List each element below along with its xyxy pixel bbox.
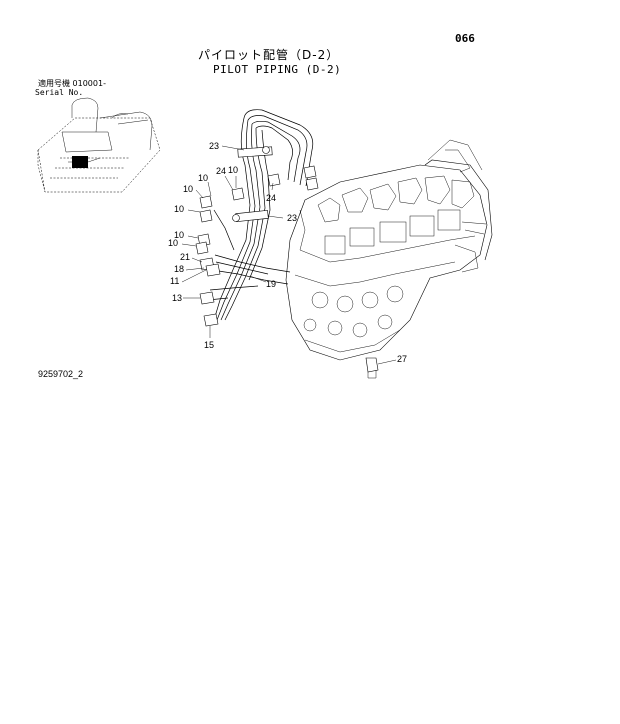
callout-18: 18 [174, 264, 184, 274]
page-number: 066 [455, 32, 475, 45]
pilot-hose-bundle [207, 109, 314, 321]
callout-19: 19 [266, 279, 276, 289]
callout-24-right: 24 [266, 193, 276, 203]
serial-label-japanese: 適用号機 010001- [38, 79, 106, 88]
serial-label-english: Serial No. [35, 88, 84, 97]
callout-23-top: 23 [209, 141, 219, 151]
callout-10-d: 10 [174, 230, 184, 240]
callout-23-mid: 23 [287, 213, 297, 223]
callout-10-c: 10 [174, 204, 184, 214]
highlighted-valve-block [72, 156, 88, 168]
callout-10-b: 10 [183, 184, 193, 194]
locator-thumbnail [37, 97, 161, 193]
callout-13: 13 [172, 293, 182, 303]
callout-10-a: 10 [198, 173, 208, 183]
callout-27: 27 [397, 354, 407, 364]
callout-15: 15 [204, 340, 214, 350]
leader-lines [181, 145, 397, 365]
title-english: PILOT PIPING (D-2) [213, 63, 342, 76]
title-japanese: パイロット配管（D-2） [198, 48, 340, 62]
control-valve [285, 139, 493, 361]
drawing-id: 9259702_2 [38, 369, 84, 379]
clamps [232, 146, 273, 222]
callout-24-left: 24 [216, 166, 226, 176]
callout-labels: 23 24 10 10 10 10 10 24 23 21 18 11 13 1… [168, 141, 407, 364]
fittings [195, 165, 379, 379]
callout-10-top: 10 [228, 165, 238, 175]
callout-10-e: 10 [168, 238, 178, 248]
callout-21: 21 [180, 252, 190, 262]
callout-11: 11 [170, 276, 179, 286]
